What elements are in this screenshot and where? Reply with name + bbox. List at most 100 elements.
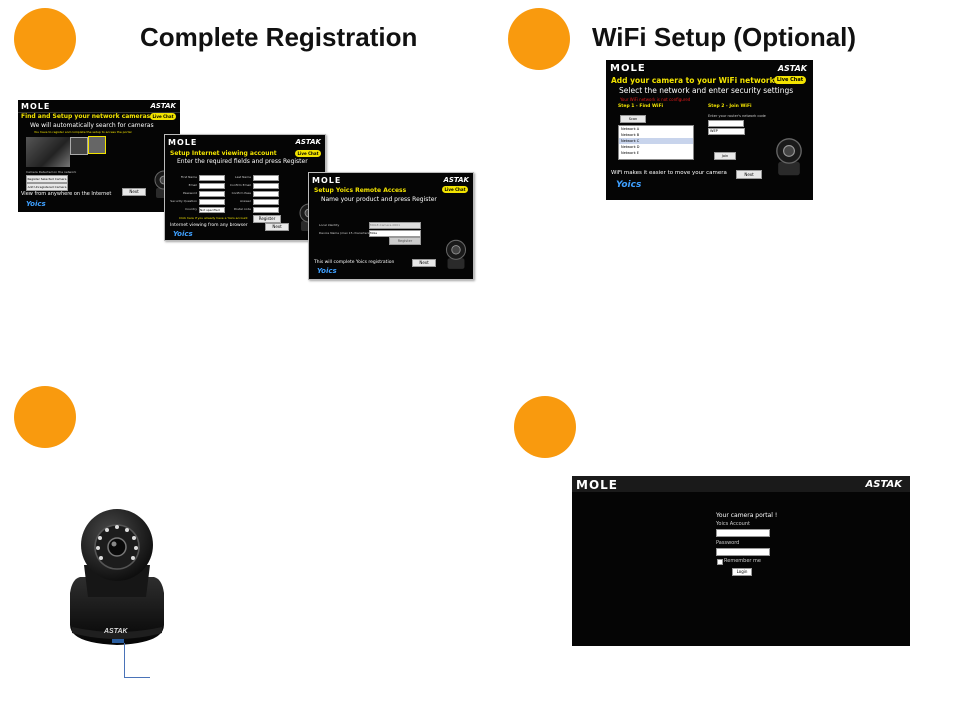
confirm-password-label: Confirm Pass	[231, 191, 251, 195]
password-input[interactable]	[199, 191, 225, 197]
mole-logo: MOLE	[610, 63, 646, 74]
camera-portal-screen: MOLE ASTAK Your camera portal ! Yoics Ac…	[572, 476, 910, 646]
astak-logo: ASTAK	[295, 138, 321, 146]
network-item[interactable]: Network E	[621, 151, 639, 155]
network-key-input[interactable]	[708, 120, 744, 127]
yoics-logo: Yoics	[317, 267, 337, 275]
step-circle-2	[508, 8, 570, 70]
live-chat-button[interactable]: Live Chat	[150, 113, 176, 120]
register-button[interactable]: Register	[389, 237, 421, 245]
security-type-select[interactable]: WEP	[708, 128, 745, 135]
find-title: Find and Setup your network cameras	[21, 113, 151, 120]
account-setup-screen: MOLE ASTAK Setup Internet viewing accoun…	[164, 134, 326, 241]
network-item[interactable]: Network D	[621, 145, 640, 149]
camera-detected-label: Camera Detected on the network	[26, 170, 77, 174]
wifi-setup-heading: WiFi Setup (Optional)	[592, 22, 857, 52]
mole-logo: MOLE	[168, 138, 198, 147]
join-button[interactable]: Join	[714, 152, 736, 160]
remote-subtitle: Name your product and press Register	[321, 196, 437, 203]
remote-access-screen: MOLE ASTAK Setup Yoics Remote Access Liv…	[308, 172, 474, 280]
live-chat-button[interactable]: Live Chat	[442, 186, 468, 193]
next-button[interactable]: Next	[265, 223, 289, 231]
step1-label: Step 1 - Find WiFi	[618, 104, 664, 109]
camera-icon	[776, 138, 802, 176]
live-chat-button[interactable]: Live Chat	[295, 150, 321, 157]
camera-preview-thumb-selected[interactable]	[88, 136, 106, 154]
remember-me-checkbox[interactable]	[717, 559, 723, 565]
wifi-footer: WiFi makes it easier to move your camera	[611, 170, 727, 176]
find-note: You have to register and complete the se…	[34, 130, 132, 134]
last-name-input[interactable]	[253, 175, 279, 181]
next-button[interactable]: Next	[412, 259, 436, 267]
account-title: Setup Internet viewing account	[170, 150, 277, 157]
network-item[interactable]: Network A	[621, 127, 640, 131]
camera-icon	[445, 239, 467, 269]
portal-header-bar	[572, 476, 910, 492]
first-name-input[interactable]	[199, 175, 225, 181]
scan-button[interactable]: Scan	[620, 115, 646, 123]
step-circle-4	[514, 396, 576, 458]
password-input[interactable]	[716, 548, 770, 556]
password-label: Password	[182, 191, 197, 195]
astak-logo: ASTAK	[150, 102, 176, 110]
country-label: Country	[185, 207, 197, 211]
next-button[interactable]: Next	[736, 170, 762, 179]
wifi-setup-screen: MOLE ASTAK Add your camera to your WiFi …	[606, 60, 813, 200]
login-button[interactable]: Login	[732, 568, 752, 576]
yoics-logo: Yoics	[173, 230, 193, 238]
network-item[interactable]: Network B	[621, 133, 640, 137]
confirm-password-input[interactable]	[253, 191, 279, 197]
security-question-select[interactable]	[199, 199, 225, 205]
network-item-selected[interactable]: Network C	[619, 138, 693, 144]
device-name-label: Device Name (max 15 characters)	[319, 231, 371, 235]
answer-input[interactable]	[253, 199, 279, 205]
mole-logo: MOLE	[312, 176, 342, 185]
step2-label: Step 2 - Join WiFi	[708, 104, 752, 109]
next-button[interactable]: Next	[122, 188, 146, 196]
astak-logo: ASTAK	[865, 479, 902, 490]
local-identity-label: Local Identity	[319, 223, 340, 227]
account-subtitle: Enter the required fields and press Regi…	[177, 158, 308, 165]
find-cameras-screen: MOLE ASTAK Find and Setup your network c…	[18, 100, 180, 212]
yoics-logo: Yoics	[616, 180, 642, 190]
step-circle-1	[14, 8, 76, 70]
password-label: Password	[716, 540, 740, 546]
astak-logo: ASTAK	[777, 64, 807, 73]
account-input[interactable]	[716, 529, 770, 537]
remember-me-label: Remember me	[724, 558, 761, 564]
postal-code-label: Postal code	[233, 207, 251, 211]
header-divider	[18, 112, 180, 113]
local-identity-input[interactable]: MOLE-Camera-0001	[369, 222, 421, 229]
camera-preview-image	[26, 137, 70, 167]
postal-code-select[interactable]	[253, 207, 279, 213]
complete-registration-heading: Complete Registration	[140, 22, 418, 52]
answer-label: Answer	[239, 199, 251, 203]
register-button[interactable]: Register	[253, 215, 281, 223]
confirm-email-input[interactable]	[253, 183, 279, 189]
remote-title: Setup Yoics Remote Access	[314, 187, 407, 194]
mole-logo: MOLE	[21, 102, 51, 111]
wifi-title: Add your camera to your WiFi network	[611, 76, 775, 85]
security-question-label: Security Question	[170, 199, 197, 203]
add-unregistered-camera-button[interactable]: Add Unregistered Camera	[26, 183, 68, 191]
portal-title: Your camera portal !	[716, 512, 778, 519]
confirm-email-label: Confirm Email	[229, 183, 251, 187]
camera-product-image	[70, 509, 164, 645]
existing-account-link[interactable]: Click here if you already have a Yoics a…	[179, 216, 248, 220]
remote-footer: This will complete Yoics registration	[314, 260, 395, 265]
step-circle-3	[14, 386, 76, 448]
live-chat-button[interactable]: Live Chat	[774, 76, 806, 84]
connector-line-vertical	[124, 643, 125, 677]
email-label: Email	[188, 183, 197, 187]
last-name-label: Last Name	[234, 175, 251, 179]
register-selected-camera-button[interactable]: Register Selected Camera	[26, 175, 68, 183]
device-name-input[interactable]: Mole	[369, 230, 421, 237]
email-input[interactable]	[199, 183, 225, 189]
country-select[interactable]: Not specified	[199, 207, 225, 213]
first-name-label: First Name	[180, 175, 197, 179]
account-footer: Internet viewing from any browser	[170, 223, 248, 228]
network-list[interactable]: Network A Network B Network C Network D …	[618, 125, 694, 160]
camera-preview-thumb	[70, 137, 88, 155]
find-subtitle: We will automatically search for cameras	[30, 122, 154, 129]
connector-line-horizontal	[124, 677, 150, 678]
